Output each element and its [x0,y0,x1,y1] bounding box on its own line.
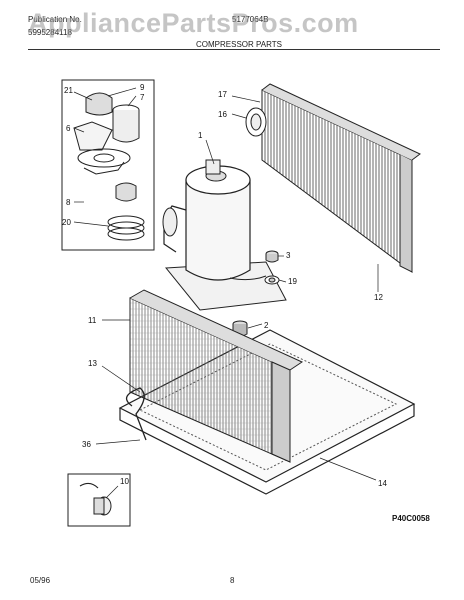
callout-6: 6 [66,124,71,133]
callout-19: 19 [288,277,297,286]
callout-12: 12 [374,293,383,302]
leader-lines [73,87,379,499]
section-title: COMPRESSOR PARTS [196,40,282,49]
drain-plug-inset [67,473,131,527]
footer-page-number: 8 [230,576,235,585]
callout-8: 8 [66,198,71,207]
site-watermark: AppliancePartsPros.com [28,8,359,38]
callout-17: 17 [218,90,227,99]
header-rule [28,49,440,50]
footer-date: 05/96 [30,576,51,585]
publication-label: Publication No. [28,15,82,24]
callout-20: 20 [62,218,71,227]
callout-36: 36 [82,440,91,449]
callout-3: 3 [286,251,291,260]
compressor [162,159,287,311]
terminal-cover-inset [61,79,155,251]
diagram-code: P40C0058 [392,514,430,523]
publication-number: 5995284118 [28,28,72,37]
callout-11: 11 [88,316,97,325]
evaporator-coil [125,289,304,463]
callout-21: 21 [64,86,73,95]
callout-9: 9 [140,83,145,92]
model-number: 5177064B [232,15,269,24]
condenser-coil [245,83,421,273]
callout-14: 14 [378,479,387,488]
callout-2: 2 [264,321,269,330]
callout-7: 7 [140,93,145,102]
callout-10: 10 [120,477,129,486]
callout-1: 1 [198,131,203,140]
callout-16: 16 [218,110,227,119]
callout-13: 13 [88,359,97,368]
